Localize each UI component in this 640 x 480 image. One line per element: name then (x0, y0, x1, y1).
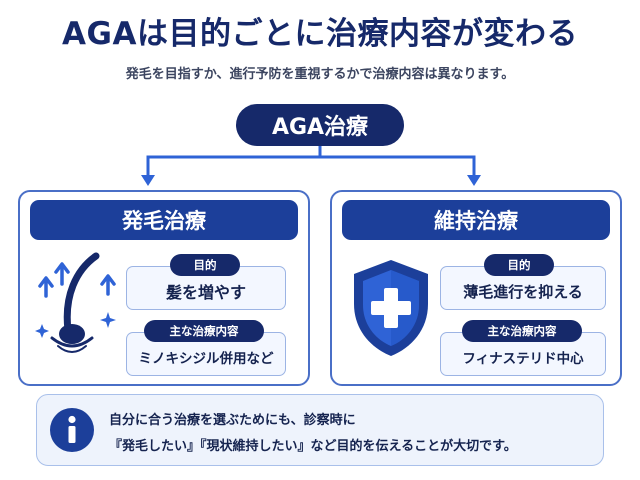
advice-note-line-2: 『発毛したい』『現状維持したい』など目的を伝えることが大切です。 (109, 439, 517, 454)
maintenance-content-tag: 主な治療内容 (462, 320, 582, 342)
growth-treatment-title: 発毛治療 (30, 200, 298, 240)
growth-content-tag: 主な治療内容 (144, 320, 264, 342)
shield-cross-icon (354, 260, 428, 356)
root-node: AGA治療 (236, 104, 404, 146)
page-title: AGAは目的ごとに治療内容が変わる (62, 16, 578, 52)
hair-growth-icon (35, 252, 116, 353)
growth-purpose-tag: 目的 (170, 254, 240, 276)
page-subtitle: 発毛を目指すか、進行予防を重視するかで治療内容は異なります。 (125, 67, 515, 82)
info-icon (50, 408, 94, 452)
maintenance-purpose-tag: 目的 (484, 254, 554, 276)
maintenance-treatment-title: 維持治療 (342, 200, 610, 240)
advice-note: 自分に合う治療を選ぶためにも、診察時に 『発毛したい』『現状維持したい』など目的… (36, 394, 604, 466)
maintenance-treatment-card: 維持治療 目的 薄毛進行を抑える 主な治療内容 フィナステリド中心 (330, 190, 622, 386)
advice-note-line-1: 自分に合う治療を選ぶためにも、診察時に (109, 413, 356, 428)
growth-treatment-card: 発毛治療 目的 髪を増やす 主な治療内容 ミノキシジル併用など (18, 190, 310, 386)
